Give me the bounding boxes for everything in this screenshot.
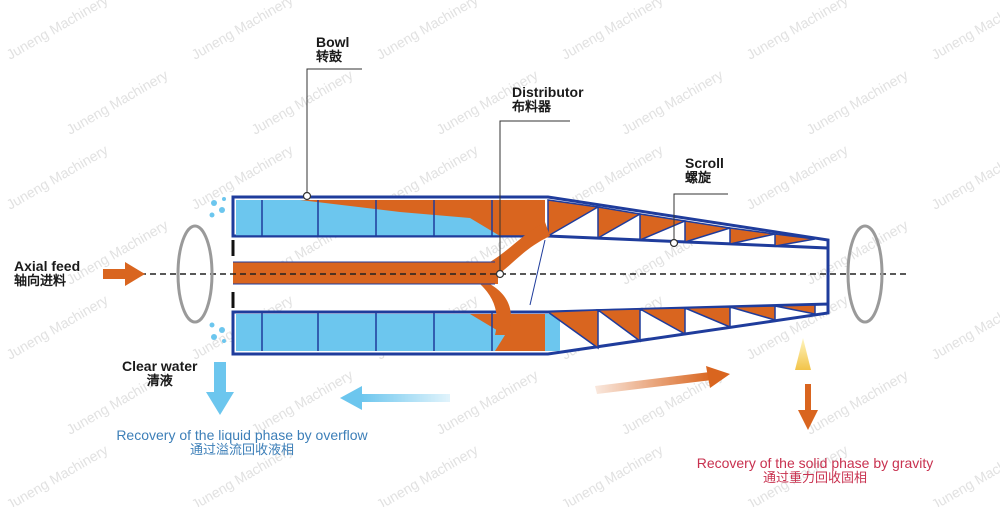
liquid-recovery-label: Recovery of the liquid phase by overflow… [94, 427, 390, 459]
watermark-text: Juneng Machinery [434, 367, 541, 438]
rotation-arrow-right [846, 224, 884, 324]
watermark-text: Juneng Machinery [559, 0, 666, 63]
watermark-text: Juneng Machinery [744, 0, 851, 63]
distributor-label: Distributor 布料器 [512, 84, 584, 116]
scroll-cone-lower [545, 304, 816, 350]
watermark-text: Juneng Machinery [929, 0, 1000, 63]
liquid-recovery-label-zh: 通过溢流回收液相 [189, 443, 294, 458]
solid-recovery-label-zh: 通过重力回收固相 [762, 471, 867, 486]
watermark-text: Juneng Machinery [4, 292, 111, 363]
scroll-label-en: Scroll [685, 155, 724, 171]
solid-layer-upper [300, 200, 545, 236]
watermark-text: Juneng Machinery [804, 67, 911, 138]
bowl-label-zh: 转鼓 [316, 50, 343, 65]
clear-water-label-zh: 清液 [146, 374, 173, 389]
solid-flow-arrow [595, 366, 730, 394]
watermark-text: Juneng Machinery [804, 217, 911, 288]
watermark-text: Juneng Machinery [744, 292, 851, 363]
bowl-label: Bowl 转鼓 [316, 34, 349, 66]
rotation-arrow-left [176, 224, 214, 324]
axial-feed-label-en: Axial feed [14, 258, 81, 274]
axial-feed-label-zh: 轴向进料 [14, 274, 67, 289]
liquid-pool-lower [236, 314, 560, 351]
clear-water-label: Clear water 清液 [122, 358, 197, 390]
axial-feed-label: Axial feed 轴向进料 [14, 258, 80, 290]
distributor-label-en: Distributor [512, 84, 584, 100]
solid-recovery-label-en: Recovery of the solid phase by gravity [696, 455, 934, 471]
watermark-text: Juneng Machinery [929, 292, 1000, 363]
bowl-label-en: Bowl [316, 34, 350, 50]
liquid-splash-upper [209, 197, 226, 218]
watermark-text: Juneng Machinery [559, 442, 666, 507]
watermark-text: Juneng Machinery [4, 0, 111, 63]
distributor-label-zh: 布料器 [512, 100, 552, 115]
watermark-text: Juneng Machinery [744, 142, 851, 213]
watermark-text: Juneng Machinery [4, 142, 111, 213]
watermark-text: Juneng Machinery [804, 367, 911, 438]
scroll-marker [669, 238, 679, 248]
watermark-text: Juneng Machinery [64, 67, 171, 138]
axial-feed-arrow [103, 262, 145, 286]
scroll-label-zh: 螺旋 [685, 171, 712, 186]
clear-water-label-en: Clear water [122, 358, 198, 374]
liquid-flow-arrow [340, 386, 450, 410]
watermark-text: Juneng Machinery [249, 67, 356, 138]
distributor-marker [495, 269, 505, 279]
scroll-label: Scroll 螺旋 [685, 155, 724, 187]
bowl-marker [302, 191, 312, 201]
leader-lines [306, 68, 728, 274]
watermark-text: Juneng Machinery [189, 0, 296, 63]
clear-water-arrow [206, 362, 234, 415]
watermark-text: Juneng Machinery [619, 67, 726, 138]
watermark-text: Juneng Machinery [374, 0, 481, 63]
solid-recovery-label: Recovery of the solid phase by gravity 通… [672, 455, 958, 487]
liquid-splash-lower [209, 322, 226, 343]
liquid-recovery-label-en: Recovery of the liquid phase by overflow [116, 427, 368, 443]
watermark-text: Juneng Machinery [929, 142, 1000, 213]
solid-discharge [795, 338, 818, 430]
feed-tube [231, 222, 830, 335]
